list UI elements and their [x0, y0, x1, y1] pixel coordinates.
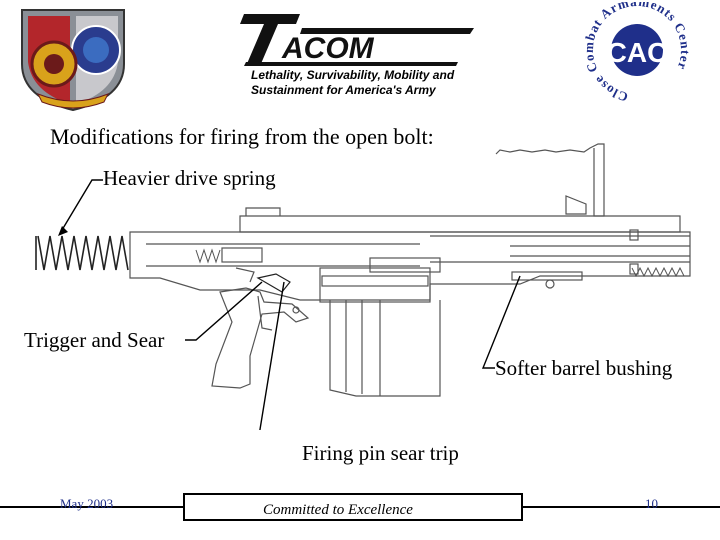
footer-motto-box [183, 493, 523, 521]
footer-motto: Committed to Excellence [263, 502, 413, 518]
tacom-logo: ACOM [240, 14, 474, 66]
ccac-logo: Close Combat Armaments Center CAC [581, 2, 692, 105]
footer-rule-right [523, 506, 720, 508]
tacom-tagline-line-1: Lethality, Survivability, Mobility and [251, 68, 455, 82]
callout-drive-spring: Heavier drive spring [103, 166, 276, 190]
callout-firing-pin-sear-trip: Firing pin sear trip [302, 441, 459, 465]
ccac-monogram: CAC [607, 37, 668, 68]
tacom-tagline-line-2: Sustainment for America's Army [251, 83, 436, 97]
page-number: 10 [645, 496, 658, 511]
callout-trigger-and-sear: Trigger and Sear [24, 328, 165, 352]
footer-date: May 2003 [60, 496, 114, 511]
army-crest-logo [21, 9, 125, 112]
slide-title: Modifications for firing from the open b… [50, 124, 434, 149]
tacom-logo-text: ACOM [281, 32, 375, 65]
callout-barrel-bushing: Softer barrel bushing [495, 356, 673, 380]
footer-rule-left [0, 506, 183, 508]
spring-callout-arrowhead [58, 226, 68, 236]
rifle-drawing [35, 143, 691, 430]
